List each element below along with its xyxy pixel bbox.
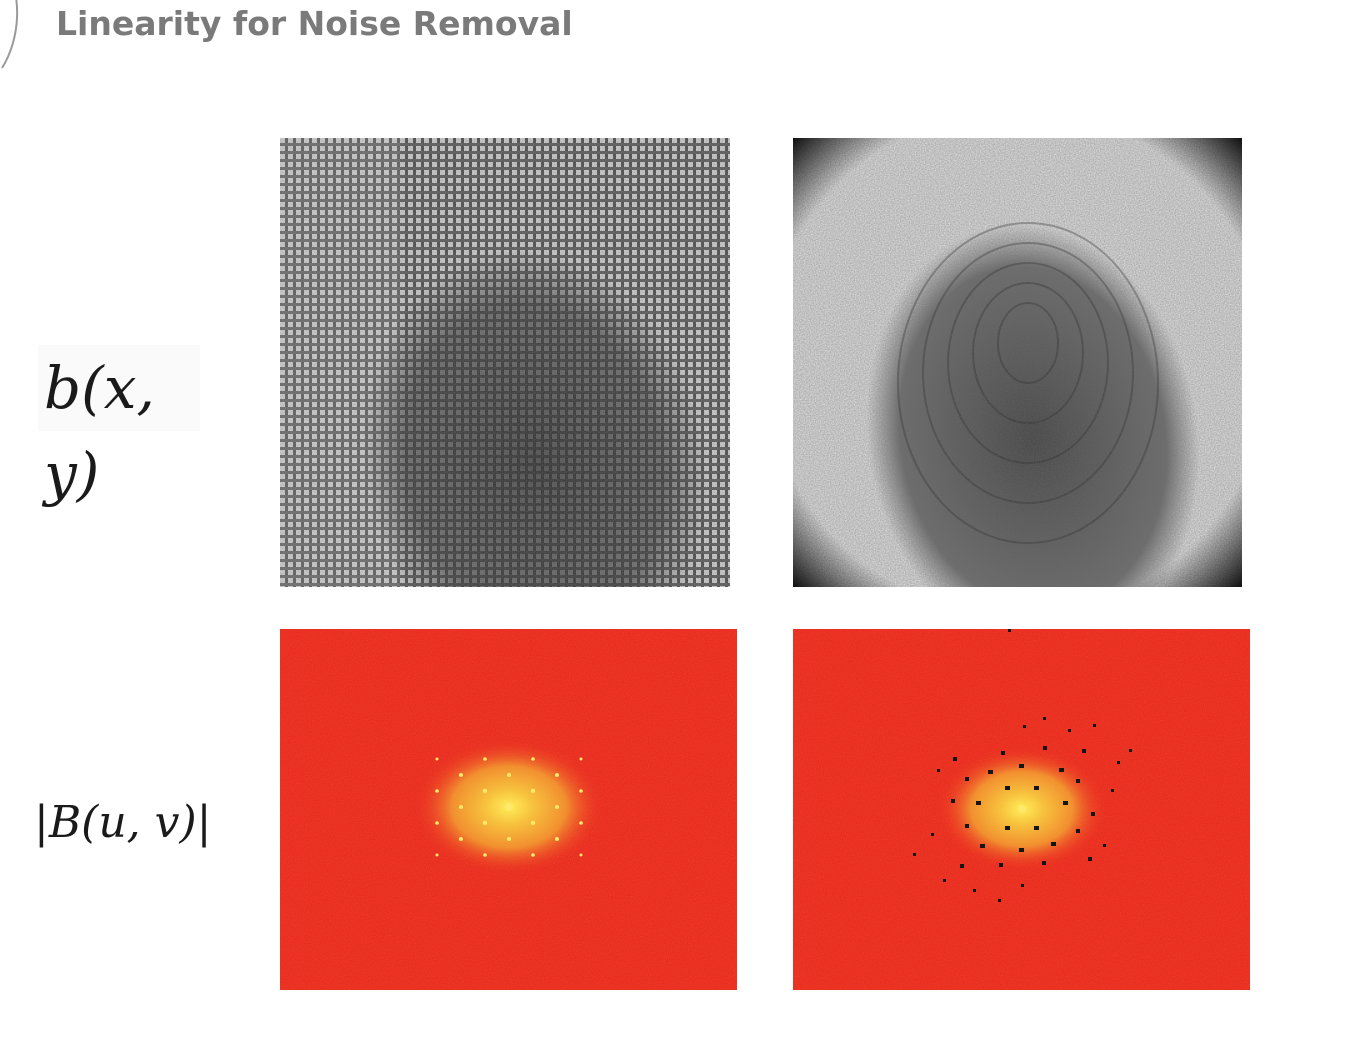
frequency-domain-label: |B(u, v)| [34, 797, 212, 848]
noisy-spectrum-image [280, 629, 737, 990]
noisy-fingerprint-image [280, 138, 730, 587]
decorative-arc [1, 0, 19, 69]
notch-filtered-spectrum-image [793, 629, 1250, 990]
slide-title: Linearity for Noise Removal [56, 4, 573, 43]
spatial-domain-label: b(x, y) [38, 345, 200, 508]
filtered-fingerprint-image [793, 138, 1242, 587]
